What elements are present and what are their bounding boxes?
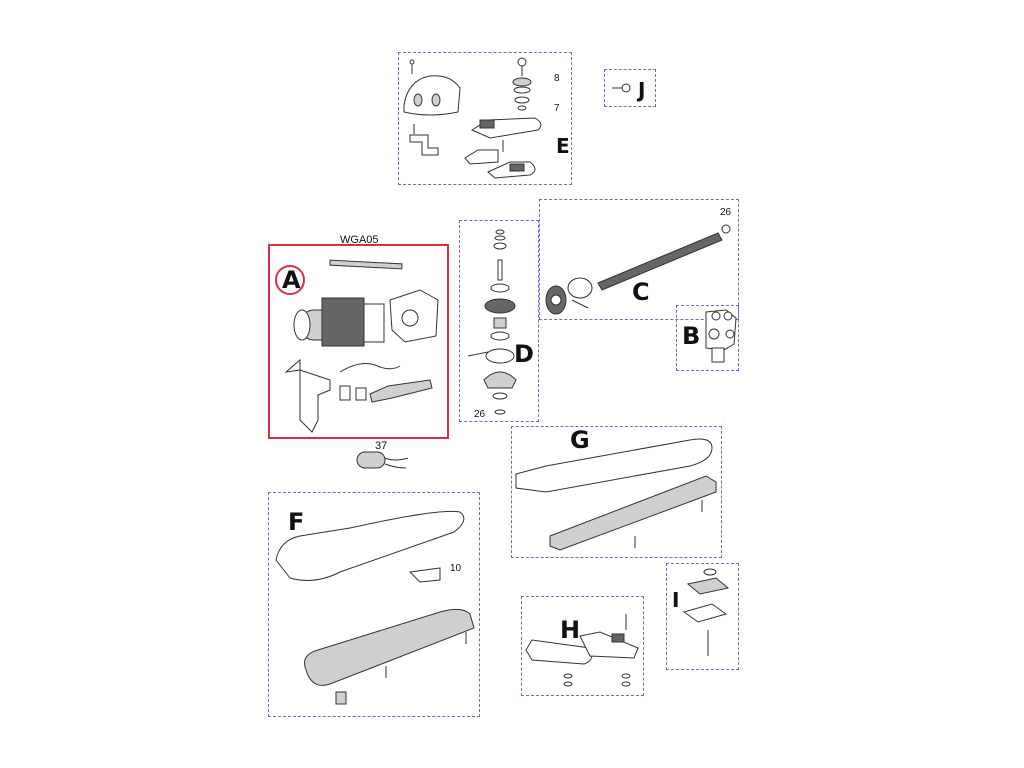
group-f-frame bbox=[268, 492, 480, 717]
group-d-num-26: 26 bbox=[474, 409, 486, 420]
group-j-letter: J bbox=[638, 78, 646, 102]
group-e-frame bbox=[398, 52, 572, 185]
group-e-num-8: 8 bbox=[554, 73, 560, 84]
group-d-frame bbox=[459, 220, 539, 422]
group-h-frame bbox=[521, 596, 644, 696]
capacitor-num-37: 37 bbox=[375, 440, 388, 452]
capacitor-part bbox=[356, 451, 409, 469]
group-b-letter: B bbox=[682, 322, 701, 350]
group-i-letter: I bbox=[672, 588, 680, 612]
group-f-num-10: 10 bbox=[450, 563, 462, 574]
group-b-frame bbox=[676, 305, 739, 371]
group-c-frame bbox=[539, 199, 739, 320]
group-e-letter: E bbox=[556, 134, 570, 158]
group-g-letter: G bbox=[570, 426, 590, 454]
group-a-model-label: WGA05 bbox=[340, 234, 379, 246]
group-c-num-26: 26 bbox=[720, 207, 732, 218]
group-a-letter: A bbox=[282, 266, 301, 294]
group-f-letter: F bbox=[288, 508, 305, 536]
group-i-frame bbox=[666, 563, 739, 670]
group-d-letter: D bbox=[514, 340, 534, 368]
group-j-frame bbox=[604, 69, 656, 107]
group-a-highlight-ring bbox=[275, 265, 305, 295]
group-c-letter: C bbox=[632, 278, 650, 306]
group-h-letter: H bbox=[560, 616, 581, 644]
group-g-frame bbox=[511, 426, 722, 558]
group-a-frame[interactable] bbox=[268, 244, 449, 439]
group-e-num-7: 7 bbox=[554, 103, 560, 114]
